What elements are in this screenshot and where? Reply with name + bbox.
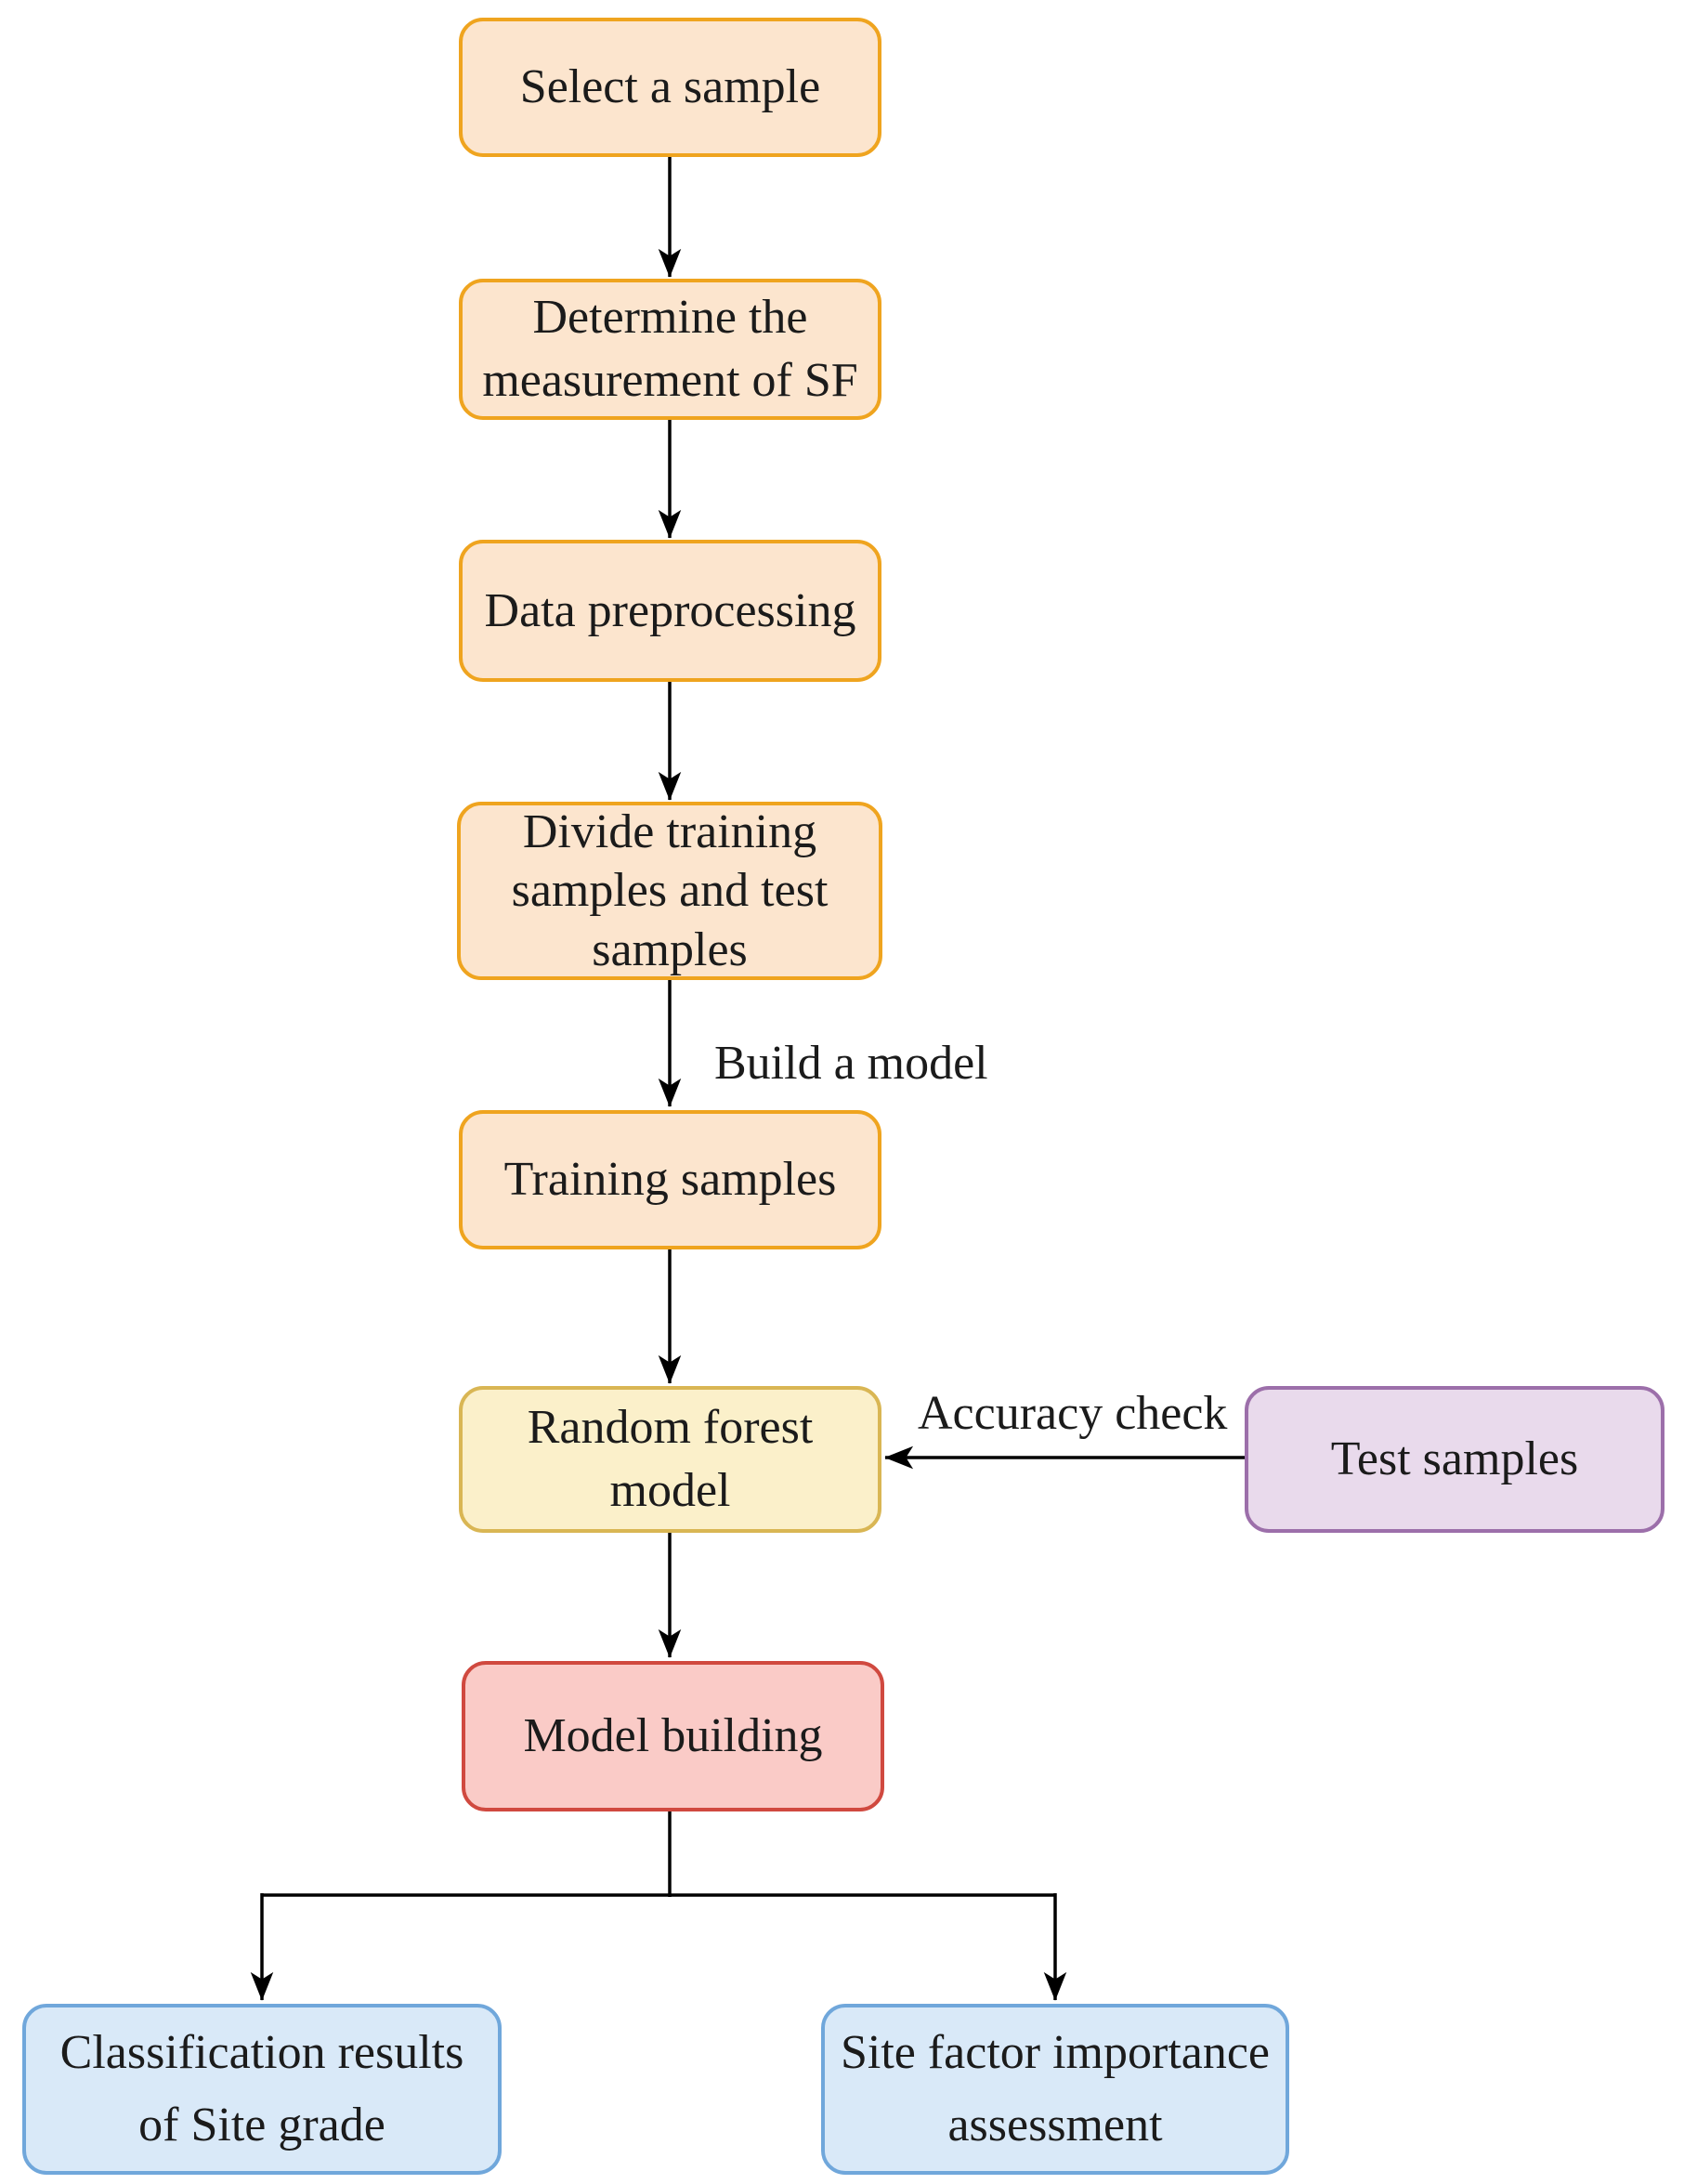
node-label: Test samples: [1330, 1432, 1579, 1486]
node-label: model: [609, 1464, 731, 1517]
node-test-samples: Test samples: [1245, 1386, 1664, 1533]
node-classification-results: Classification results of Site grade: [22, 2004, 502, 2175]
node-label: Site factor importance: [840, 2026, 1271, 2079]
node-data-preprocessing: Data preprocessing: [459, 540, 881, 682]
node-label: samples and test: [511, 864, 829, 918]
node-label: Determine the: [532, 291, 808, 345]
node-label: Random forest: [527, 1401, 814, 1455]
node-label: samples: [592, 922, 748, 976]
node-label: Select a sample: [519, 60, 821, 114]
node-label: Model building: [523, 1709, 823, 1763]
node-label: measurement of SF: [482, 354, 858, 407]
node-label: Classification results: [59, 2026, 464, 2079]
node-model-building: Model building: [462, 1661, 884, 1811]
node-random-forest-model: Random forest model: [459, 1386, 881, 1533]
node-divide-samples: Divide training samples and test samples: [457, 802, 882, 980]
node-site-factor-importance: Site factor importance assessment: [821, 2004, 1289, 2175]
node-label: assessment: [947, 2099, 1163, 2151]
node-label: Divide training: [522, 804, 817, 858]
node-label: Training samples: [503, 1153, 837, 1207]
node-select-sample: Select a sample: [459, 18, 881, 157]
edge-label-build-a-model: Build a model: [714, 1037, 988, 1090]
node-training-samples: Training samples: [459, 1110, 881, 1249]
node-label: Data preprocessing: [484, 583, 856, 637]
node-determine-sf: Determine the measurement of SF: [459, 279, 881, 420]
edge-label-accuracy-check: Accuracy check: [918, 1387, 1228, 1440]
node-label: of Site grade: [138, 2099, 385, 2151]
